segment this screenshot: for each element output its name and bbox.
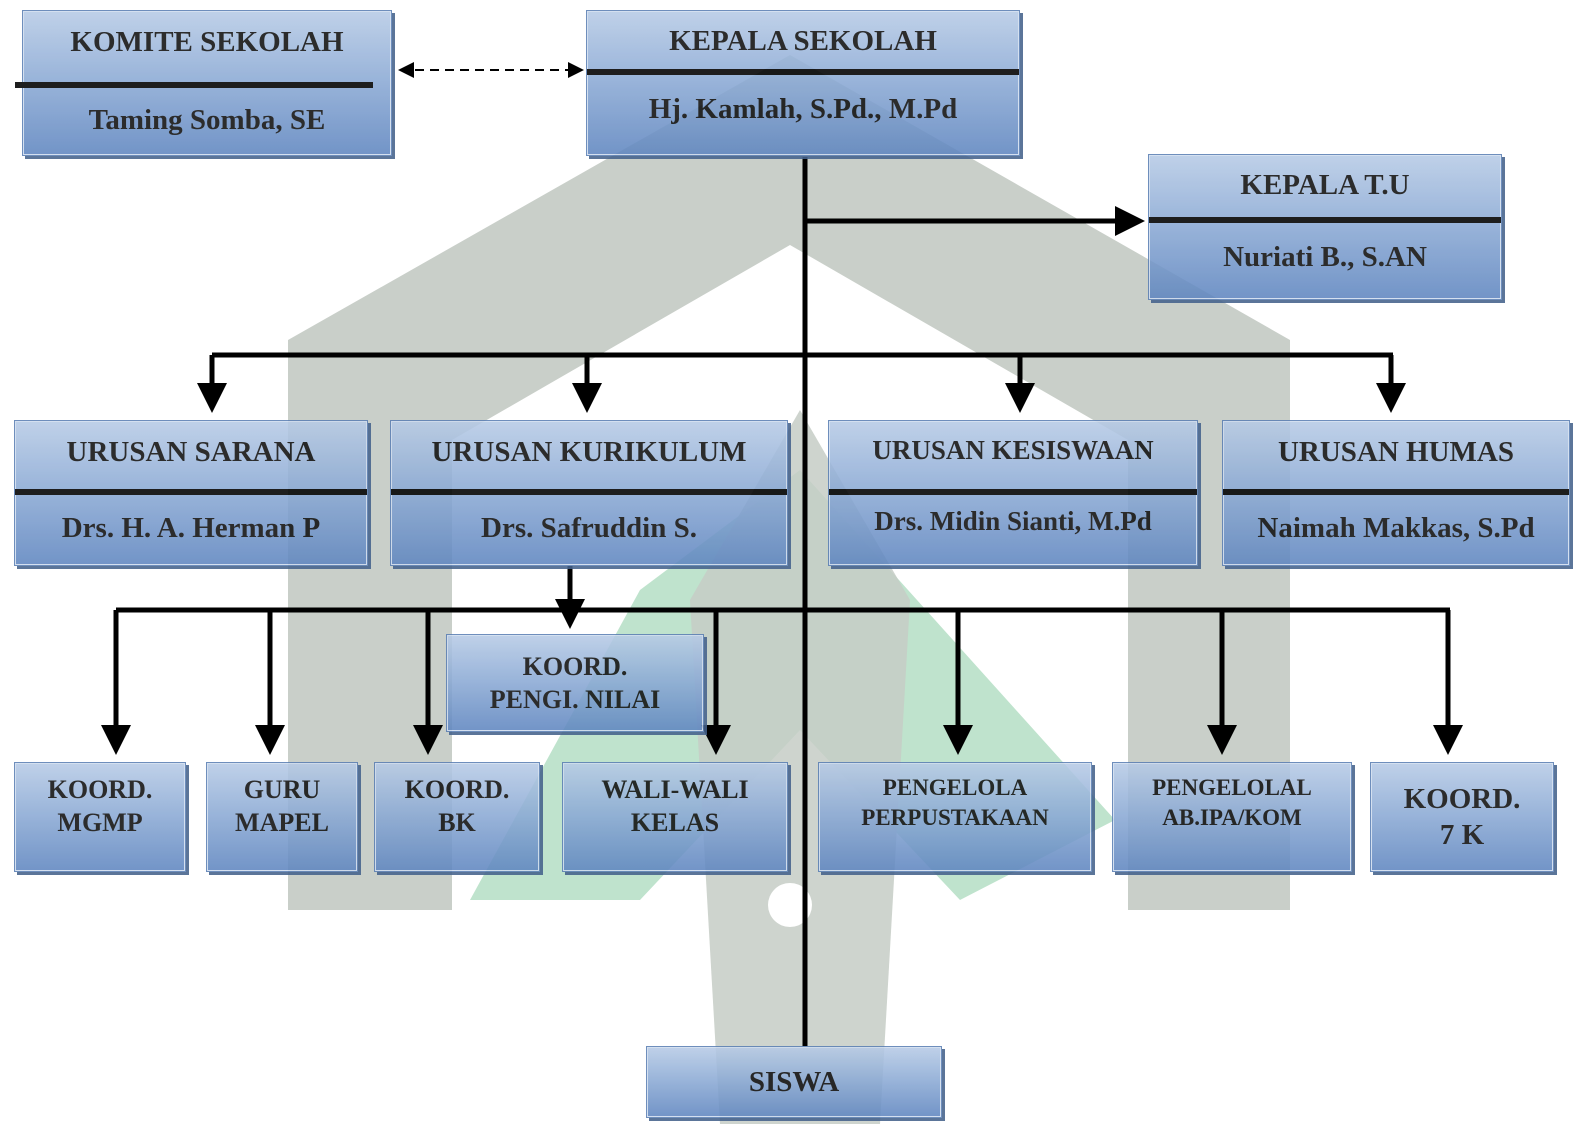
urusan-kesiswaan-divider <box>829 489 1197 495</box>
urusan-sarana-name: Drs. H. A. Herman P <box>61 511 321 544</box>
koord-bk-box: KOORD. BK <box>374 762 540 872</box>
urusan-sarana-divider <box>15 489 367 495</box>
urusan-humas-divider <box>1223 489 1569 495</box>
kepala-name: Hj. Kamlah, S.Pd., M.Pd <box>648 92 958 125</box>
kepala-title: KEPALA SEKOLAH <box>669 24 937 57</box>
perpustakaan-line1: PENGELOLA <box>882 775 1028 800</box>
urusan-humas-title: URUSAN HUMAS <box>1277 435 1515 468</box>
komite-title: KOMITE SEKOLAH <box>70 25 344 58</box>
urusan-kesiswaan-box: URUSAN KESISWAAN Drs. Midin Sianti, M.Pd <box>828 420 1198 566</box>
kepala-tu-title: KEPALA T.U <box>1240 168 1410 201</box>
koord-mgmp-box: KOORD. MGMP <box>14 762 186 872</box>
guru-mapel-box: GURU MAPEL <box>206 762 358 872</box>
urusan-humas-name: Naimah Makkas, S.Pd <box>1257 511 1535 544</box>
watermark-pen-nib <box>690 410 910 1124</box>
wali-kelas-line1: WALI-WALI <box>601 775 749 804</box>
urusan-kurikulum-name: Drs. Safruddin S. <box>481 511 697 544</box>
lab-line1: PENGELOLAL <box>1152 775 1312 800</box>
urusan-humas-box: URUSAN HUMAS Naimah Makkas, S.Pd <box>1222 420 1570 566</box>
pengelola-lab-box: PENGELOLAL AB.IPA/KOM <box>1112 762 1352 872</box>
perpustakaan-line2: PERPUSTAKAAN <box>861 805 1049 830</box>
urusan-kesiswaan-name: Drs. Midin Sianti, M.Pd <box>874 505 1152 536</box>
koord-pengi-nilai-box: KOORD. PENGI. NILAI <box>446 634 704 732</box>
koord-nilai-line2: PENGI. NILAI <box>489 685 661 714</box>
koord-bk-line2: BK <box>438 808 476 837</box>
kepala-sekolah-box: KEPALA SEKOLAH Hj. Kamlah, S.Pd., M.Pd <box>586 10 1020 156</box>
lab-line2: AB.IPA/KOM <box>1162 805 1302 830</box>
kepala-tu-box: KEPALA T.U Nuriati B., S.AN <box>1148 154 1502 300</box>
kepala-tu-divider <box>1149 217 1501 223</box>
urusan-kurikulum-box: URUSAN KURIKULUM Drs. Safruddin S. <box>390 420 788 566</box>
watermark-outer-shape <box>288 55 1290 910</box>
urusan-kesiswaan-title: URUSAN KESISWAAN <box>872 434 1154 465</box>
siswa-box: SISWA <box>646 1046 942 1118</box>
wali-kelas-line2: KELAS <box>630 808 720 837</box>
koord-mgmp-line1: KOORD. <box>47 775 153 804</box>
pengelola-perpustakaan-box: PENGELOLA PERPUSTAKAAN <box>818 762 1092 872</box>
koord-7k-box: KOORD. 7 K <box>1370 762 1554 872</box>
urusan-sarana-title: URUSAN SARANA <box>66 435 316 468</box>
kepala-divider <box>587 69 1019 75</box>
koord-7k-line2: 7 K <box>1439 819 1485 851</box>
guru-mapel-line2: MAPEL <box>235 808 329 837</box>
koord-bk-line1: KOORD. <box>404 775 510 804</box>
watermark-pen-hole <box>768 883 812 927</box>
kepala-tu-name: Nuriati B., S.AN <box>1223 240 1427 273</box>
guru-mapel-line1: GURU <box>243 775 321 804</box>
komite-divider <box>15 82 373 88</box>
urusan-kurikulum-title: URUSAN KURIKULUM <box>431 435 747 468</box>
siswa-label: SISWA <box>748 1065 840 1098</box>
koord-7k-line1: KOORD. <box>1403 783 1521 815</box>
koord-mgmp-line2: MGMP <box>57 808 143 837</box>
urusan-sarana-box: URUSAN SARANA Drs. H. A. Herman P <box>14 420 368 566</box>
komite-name: Taming Somba, SE <box>88 103 326 136</box>
komite-sekolah-box: KOMITE SEKOLAH Taming Somba, SE <box>15 10 392 156</box>
urusan-kurikulum-divider <box>391 489 787 495</box>
koord-nilai-line1: KOORD. <box>522 652 628 681</box>
wali-kelas-box: WALI-WALI KELAS <box>562 762 788 872</box>
